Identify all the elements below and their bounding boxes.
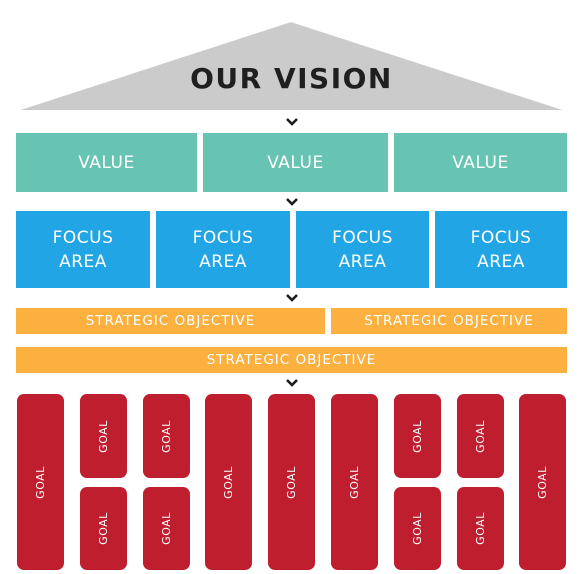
vision-title: OUR VISION [190, 62, 393, 95]
focus-area-box: FOCUS AREA [296, 211, 429, 288]
strategic-objective-box-wide: STRATEGIC OBJECTIVE [16, 347, 567, 373]
focus-area-line: AREA [199, 251, 247, 272]
goal-pill: GOAL [457, 487, 504, 570]
goal-label: GOAL [222, 465, 235, 499]
focus-area-box: FOCUS AREA [156, 211, 290, 288]
goal-pill: GOAL [143, 394, 190, 478]
goal-label: GOAL [97, 419, 110, 453]
focus-area-line: FOCUS [332, 227, 393, 248]
value-box: VALUE [394, 133, 567, 192]
focus-area-line: FOCUS [470, 227, 532, 248]
goal-pill: GOAL [519, 394, 566, 570]
focus-area-line: AREA [338, 251, 387, 272]
goal-pill: GOAL [394, 394, 441, 478]
value-box: VALUE [203, 133, 388, 192]
goal-label: GOAL [160, 512, 173, 545]
goal-label: GOAL [411, 512, 424, 545]
goal-pill: GOAL [331, 394, 378, 570]
value-box: VALUE [16, 133, 197, 192]
focus-area-line: AREA [59, 251, 107, 272]
roof-shape [6, 18, 577, 114]
focus-area-line: FOCUS [192, 227, 254, 248]
goal-label: GOAL [160, 419, 173, 453]
chevron-down-icon [286, 118, 298, 126]
goal-pill: GOAL [394, 487, 441, 570]
goal-label: GOAL [411, 419, 424, 453]
goal-label: GOAL [34, 465, 47, 499]
goal-label: GOAL [348, 465, 361, 499]
goal-label: GOAL [536, 465, 549, 499]
focus-area-line: AREA [477, 251, 525, 272]
goal-pill: GOAL [80, 487, 127, 570]
goal-pill: GOAL [205, 394, 252, 570]
goal-label: GOAL [97, 512, 110, 545]
goal-pill: GOAL [457, 394, 504, 478]
chevron-down-icon [286, 379, 298, 387]
goal-label: GOAL [474, 512, 487, 545]
goal-label: GOAL [285, 465, 298, 499]
strategic-objective-box: STRATEGIC OBJECTIVE [331, 308, 567, 334]
chevron-down-icon [286, 294, 298, 302]
goal-label: GOAL [474, 419, 487, 453]
goal-pill: GOAL [80, 394, 127, 478]
focus-area-box: FOCUS AREA [435, 211, 567, 288]
focus-area-box: FOCUS AREA [16, 211, 150, 288]
goal-pill: GOAL [143, 487, 190, 570]
goal-pill: GOAL [268, 394, 315, 570]
strategic-objective-box: STRATEGIC OBJECTIVE [16, 308, 325, 334]
chevron-down-icon [286, 198, 298, 206]
focus-area-line: FOCUS [52, 227, 114, 248]
goal-pill: GOAL [17, 394, 64, 570]
